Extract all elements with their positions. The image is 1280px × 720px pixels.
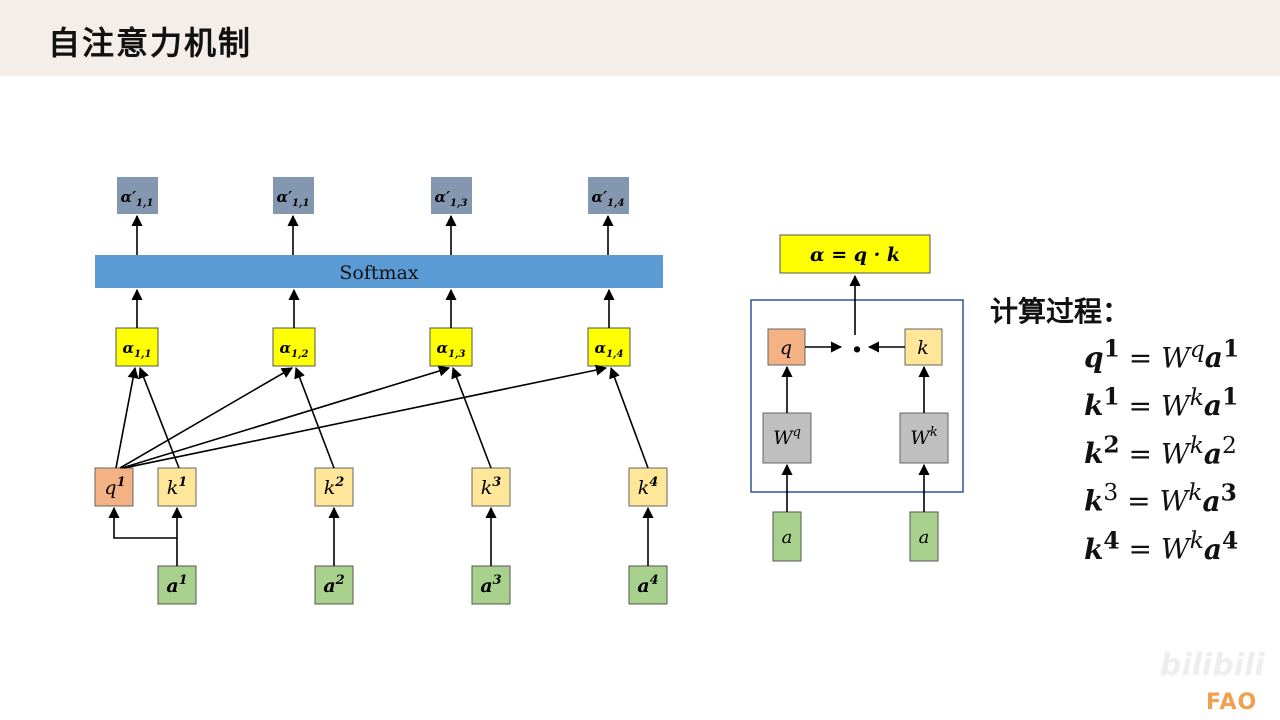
output-label-2: α′1,1 xyxy=(277,188,310,209)
attention-arrows xyxy=(115,364,649,469)
score-label-4: α1,4 xyxy=(595,339,624,360)
output-label-1: α′1,1 xyxy=(121,188,154,209)
score-boxes: α1,1 α1,2 α1,3 α1,4 xyxy=(115,327,631,367)
input-box-4 xyxy=(628,565,668,605)
input-arrows xyxy=(108,506,654,566)
output-box-4 xyxy=(588,177,629,214)
output-box-3 xyxy=(431,177,472,214)
fao-logo: FAO xyxy=(1206,690,1258,715)
key-boxes: k1 k2 k3 k4 xyxy=(157,467,668,507)
score-box-4 xyxy=(587,327,631,367)
output-boxes: α′1,1 α′1,1 α′1,3 α′1,4 xyxy=(117,177,629,214)
wk-box xyxy=(899,412,949,464)
bilibili-watermark: bilibili xyxy=(1160,648,1265,683)
query-label: q1 xyxy=(104,475,125,499)
detail-a-right-label: a xyxy=(919,527,930,548)
softmax-bar xyxy=(95,255,663,288)
key-label-3: k3 xyxy=(481,475,502,499)
input-label-4: a4 xyxy=(637,573,658,597)
input-box-2 xyxy=(314,565,354,605)
softmax-output-arrows xyxy=(131,214,614,255)
input-boxes: a1 a2 a3 a4 xyxy=(157,565,668,605)
dot-operator: · xyxy=(851,330,863,370)
formula-line-5: k4 = Wka4 xyxy=(1084,526,1239,566)
formula-heading: 计算过程： xyxy=(990,295,1131,328)
score-box-3 xyxy=(429,327,473,367)
key-label-4: k4 xyxy=(638,475,659,499)
key-label-2: k2 xyxy=(324,475,345,499)
detail-q-label: q xyxy=(780,337,792,359)
formula-list: q1 = Wqa1 k1 = Wka1 k2 = Wka2 k3 = Wka3 … xyxy=(1084,330,1239,569)
query-box xyxy=(94,467,134,507)
slide-title: 自注意力机制 xyxy=(48,24,253,62)
output-label-3: α′1,3 xyxy=(435,188,468,209)
header-bar xyxy=(0,0,1280,76)
result-label: α = q · k xyxy=(810,244,900,266)
formula-line-4: k3 = Wka3 xyxy=(1084,478,1237,518)
key-box-4 xyxy=(628,467,668,507)
formula-line-1: q1 = Wqa1 xyxy=(1084,335,1240,375)
wk-label: Wk xyxy=(910,425,938,449)
score-label-2: α1,2 xyxy=(280,339,309,360)
score-box-2 xyxy=(272,327,316,367)
detail-frame xyxy=(750,299,964,493)
softmax-label: Softmax xyxy=(339,262,418,284)
input-label-1: a1 xyxy=(166,573,187,597)
output-label-4: α′1,4 xyxy=(592,188,625,209)
input-label-2: a2 xyxy=(323,573,344,597)
formula-line-2: k1 = Wka1 xyxy=(1084,382,1239,423)
detail-k-label: k xyxy=(917,337,929,359)
output-box-1 xyxy=(117,177,158,214)
output-box-2 xyxy=(273,177,314,214)
wq-box xyxy=(762,412,812,464)
score-softmax-arrows xyxy=(131,288,615,328)
input-label-3: a3 xyxy=(480,573,501,597)
score-label-1: α1,1 xyxy=(123,339,152,360)
detail-k-box xyxy=(904,328,943,366)
key-box-3 xyxy=(471,467,511,507)
key-box-1 xyxy=(157,467,197,507)
score-label-3: α1,3 xyxy=(437,339,466,360)
detail-a-left-label: a xyxy=(782,527,793,548)
wq-label: Wq xyxy=(773,425,801,449)
score-box-1 xyxy=(115,327,159,367)
formula-line-3: k2 = Wka2 xyxy=(1084,430,1237,470)
key-label-1: k1 xyxy=(167,475,188,499)
key-box-2 xyxy=(314,467,354,507)
result-box xyxy=(779,234,931,274)
